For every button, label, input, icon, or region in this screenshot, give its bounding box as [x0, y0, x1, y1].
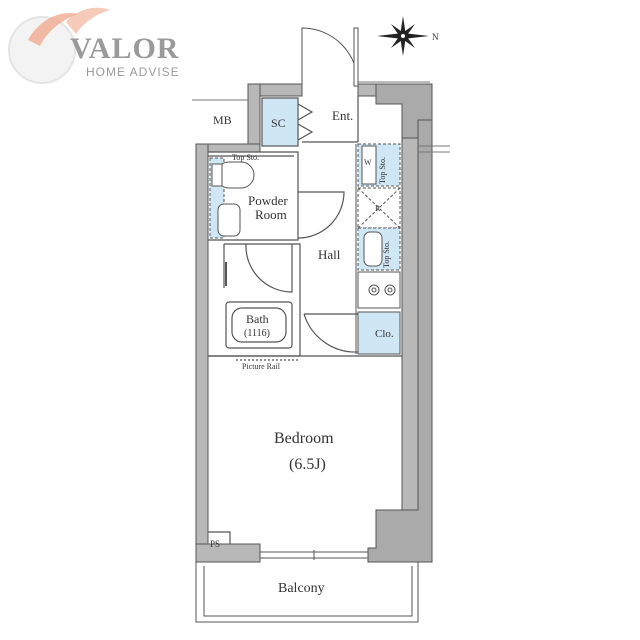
- label-powder-room-1: Powder: [248, 193, 288, 208]
- logo: VALOR HOME ADVISE: [8, 7, 180, 84]
- label-mb: MB: [213, 113, 232, 127]
- label-ps: PS: [210, 539, 220, 549]
- logo-circle-icon: [8, 16, 76, 84]
- kitchen-sink-icon: [363, 231, 383, 267]
- label-bath-size: (1116): [244, 328, 270, 339]
- logo-tagline: HOME ADVISE: [86, 65, 180, 79]
- label-top-storage-kitchen-1: Top Sto.: [378, 157, 387, 184]
- partitions: [208, 96, 402, 544]
- closet-box: [357, 311, 401, 355]
- label-bath: Bath: [246, 312, 269, 326]
- room-labels: MB SC Ent. Top Sto. Powder Room W Top St…: [210, 108, 394, 596]
- label-bedroom-size: (6.5J): [289, 456, 326, 473]
- label-balcony: Balcony: [278, 581, 325, 596]
- label-refrigerator: R: [375, 204, 381, 213]
- label-top-storage-left: Top Sto.: [232, 153, 259, 162]
- logo-brand: VALOR: [70, 32, 179, 65]
- walls: [192, 83, 450, 563]
- label-bedroom: Bedroom: [274, 430, 334, 447]
- toilet-tank-icon: [211, 163, 223, 187]
- label-closet: Clo.: [375, 328, 394, 340]
- label-hall: Hall: [318, 247, 341, 262]
- powder-fixtures: [209, 157, 255, 286]
- balcony-area: [195, 550, 419, 623]
- logo-swoosh-2-icon: [66, 7, 110, 34]
- logo-swoosh-icon: [28, 13, 78, 46]
- refrigerator-box: [357, 187, 401, 229]
- compass-north-label: N: [432, 32, 439, 42]
- stove-burner-icon: [368, 284, 396, 296]
- label-powder-room-2: Room: [255, 207, 287, 222]
- washer-icon: [361, 145, 377, 185]
- kitchen-fixtures: [355, 143, 401, 355]
- label-sc: SC: [271, 116, 286, 130]
- label-picture-rail: Picture Rail: [242, 362, 281, 371]
- label-top-storage-kitchen-2: Top Sto.: [382, 241, 391, 268]
- label-entrance: Ent.: [332, 108, 353, 123]
- label-washer: W: [364, 158, 372, 167]
- sink-icon: [217, 203, 241, 237]
- compass-icon: [377, 16, 429, 56]
